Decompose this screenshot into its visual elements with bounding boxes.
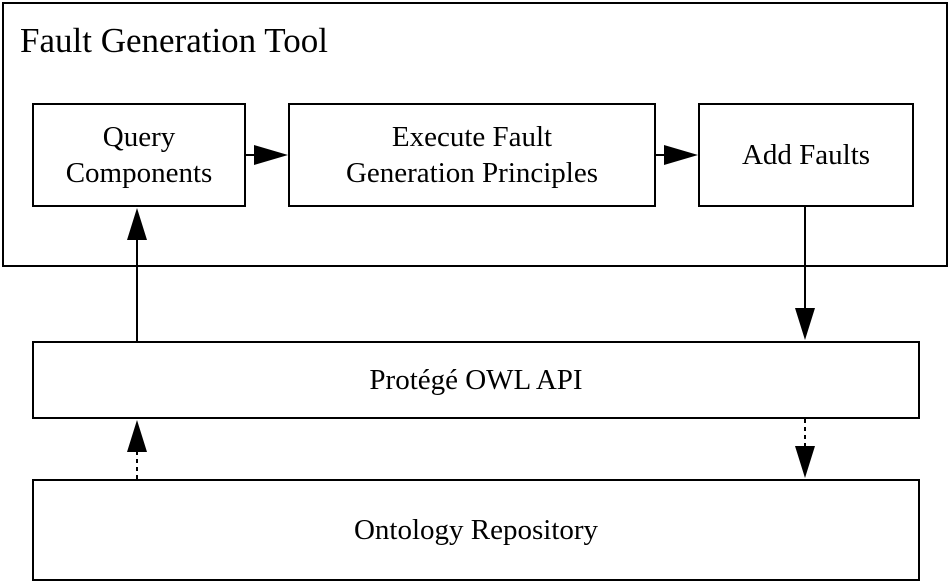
execute-fault-generation-principles-box: Execute Fault Generation Principles (288, 103, 656, 207)
add-faults-box: Add Faults (698, 103, 914, 207)
query-components-box: Query Components (32, 103, 246, 207)
protege-owl-api-box: Protégé OWL API (32, 341, 920, 419)
arrow-api-to-repository-dashed (795, 419, 815, 478)
arrow-add-faults-to-api (795, 207, 815, 340)
arrow-api-to-query-components (127, 208, 147, 341)
ontology-repository-box: Ontology Repository (32, 479, 920, 581)
arrow-repository-to-api-dashed (127, 420, 147, 479)
arrow-query-to-execute (246, 145, 288, 165)
arrow-execute-to-add-faults (656, 145, 698, 165)
fault-generation-tool-title: Fault Generation Tool (20, 21, 328, 60)
